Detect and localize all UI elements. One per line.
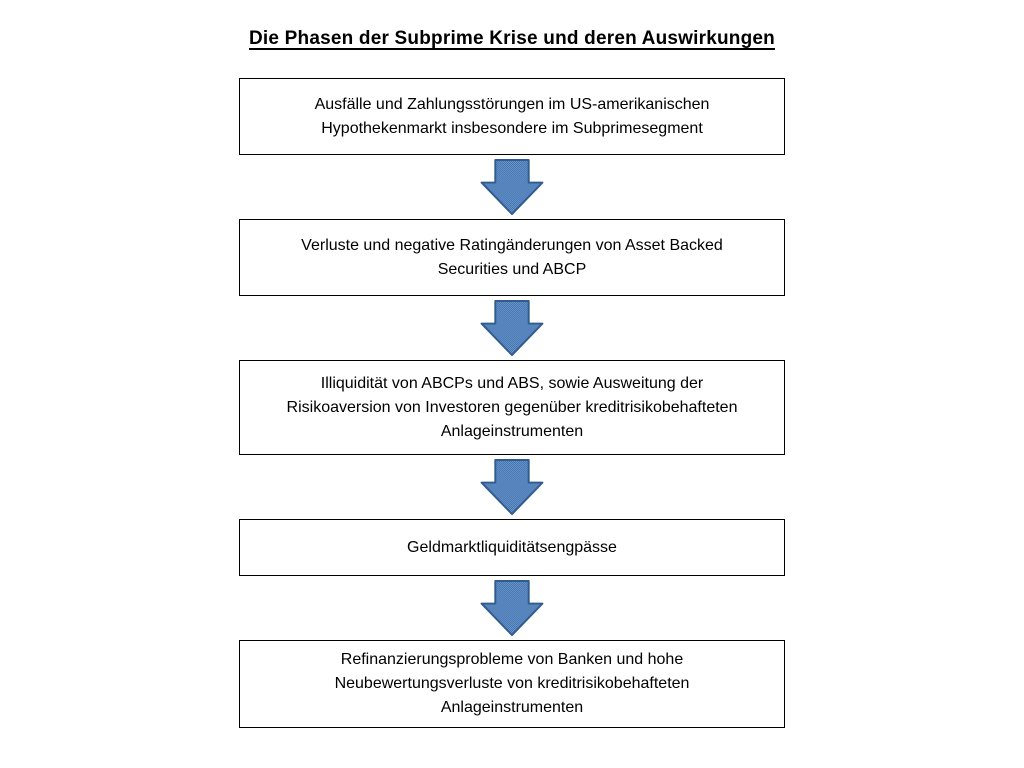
down-arrow-icon [480,159,544,215]
flow-box-phase-5: Refinanzierungsprobleme von Banken und h… [239,640,785,728]
flow-box-phase-3: Illiquidität von ABCPs und ABS, sowie Au… [239,360,785,455]
flow-box-phase-2: Verluste und negative Ratingänderungen v… [239,219,785,296]
flow-box-phase-4-text: Geldmarktliquiditätsengpässe [407,538,617,556]
flow-box-phase-4: Geldmarktliquiditätsengpässe [239,519,785,576]
flow-box-phase-3-text: Illiquidität von ABCPs und ABS, sowie Au… [286,374,738,440]
down-arrow-icon [480,580,544,636]
flow-box-phase-2-text: Verluste und negative Ratingänderungen v… [301,236,723,278]
flow-box-phase-1: Ausfälle und Zahlungsstörungen im US-ame… [239,78,785,155]
flow-box-phase-5-text: Refinanzierungsprobleme von Banken und h… [334,651,690,716]
down-arrow-icon [480,300,544,356]
flowchart: Ausfälle und Zahlungsstörungen im US-ame… [239,78,785,728]
diagram-title: Die Phasen der Subprime Krise und deren … [0,28,1024,50]
flow-box-phase-1-text: Ausfälle und Zahlungsstörungen im US-ame… [314,95,710,137]
down-arrow-icon [480,459,544,515]
diagram-title-text: Die Phasen der Subprime Krise und deren … [249,28,775,49]
